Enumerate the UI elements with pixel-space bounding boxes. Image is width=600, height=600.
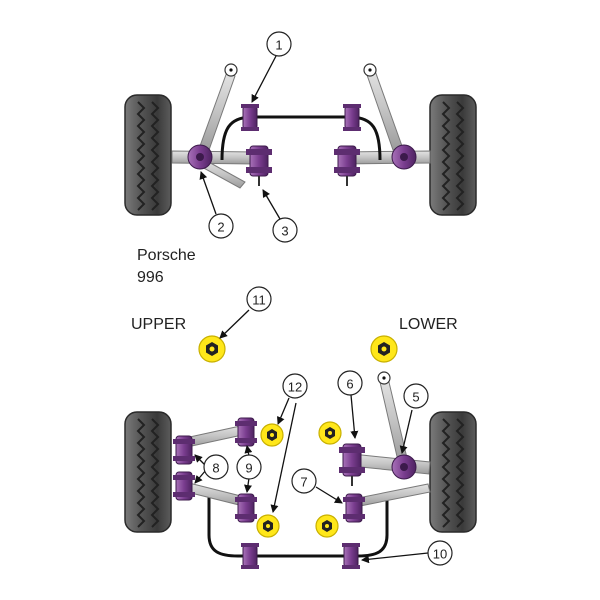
rear-right-arm-bush [339, 443, 365, 486]
lower-label: LOWER [399, 316, 458, 333]
rear-left-inner-bush-upper [235, 417, 257, 447]
callout-12-text: 12 [288, 380, 302, 395]
rear-right-toe-bush [343, 493, 365, 523]
callout-3-text: 3 [281, 224, 288, 239]
front-bar-bush-right [343, 104, 361, 131]
rear-bar-bush-right [342, 543, 360, 569]
callout-7: 7 [291, 468, 317, 494]
leader-11 [219, 309, 250, 339]
front-right-tyre [429, 94, 477, 216]
front-left-strut [199, 63, 238, 151]
rear-assembly [124, 371, 477, 569]
lower-top-mount-bush [370, 335, 398, 363]
rear-right-hub-bush [391, 454, 417, 480]
leader-7 [315, 486, 343, 504]
rear-right-tyre [429, 411, 477, 533]
leader-8b [194, 469, 207, 484]
yellow-bush-left-upper [260, 423, 284, 447]
car-make-label: Porsche [137, 247, 196, 264]
callout-10: 10 [427, 540, 453, 566]
leader-9a [244, 445, 253, 457]
yellow-bush-right-lower [315, 514, 339, 538]
rear-bar-bush-left [241, 543, 259, 569]
yellow-bush-right-upper [318, 421, 342, 445]
rear-right-toe-link [357, 483, 431, 507]
callout-11-text: 11 [252, 293, 266, 308]
callouts: 1 2 3 5 6 7 8 9 10 11 12 [203, 31, 453, 566]
callout-7-text: 7 [300, 475, 307, 490]
front-assembly [124, 63, 477, 216]
rear-anti-roll-bar [207, 488, 389, 558]
front-left-lower-arm [171, 150, 259, 189]
callout-11: 11 [246, 286, 272, 312]
front-anti-roll-bar [220, 115, 382, 161]
callout-9-text: 9 [245, 461, 252, 476]
yellow-bush-left-lower [256, 514, 280, 538]
rear-left-inner-bush-lower [235, 493, 257, 523]
callout-9: 9 [236, 454, 262, 480]
callout-1: 1 [266, 31, 292, 57]
callout-1-text: 1 [275, 38, 282, 53]
front-right-strut [363, 63, 403, 151]
upper-label: UPPER [131, 316, 187, 333]
front-left-tyre [124, 94, 172, 216]
callout-12: 12 [282, 373, 308, 399]
rear-left-link-bush-lower [173, 471, 195, 501]
callout-10-text: 10 [433, 547, 447, 562]
leader-lines [194, 55, 429, 564]
callout-8-text: 8 [212, 461, 219, 476]
callout-8: 8 [203, 454, 229, 480]
callout-3: 3 [272, 217, 298, 243]
callout-2: 2 [208, 213, 234, 239]
callout-2-text: 2 [217, 220, 224, 235]
callout-6-text: 6 [346, 377, 353, 392]
callout-5-text: 5 [412, 390, 419, 405]
front-right-arm-bush [334, 145, 360, 186]
leader-12b [270, 402, 297, 513]
callout-6: 6 [337, 370, 363, 396]
car-model-label: 996 [137, 269, 164, 286]
rear-left-tyre [124, 411, 172, 533]
upper-top-mount-bush [198, 335, 226, 363]
rear-left-link-bush-upper [173, 435, 195, 465]
leader-6 [350, 394, 359, 439]
leader-5 [399, 409, 413, 454]
front-left-hub-bush [187, 144, 213, 170]
leader-9b [244, 477, 252, 493]
leader-3 [262, 189, 281, 220]
leader-12a [277, 397, 290, 425]
front-right-hub-bush [391, 144, 417, 170]
callout-5: 5 [403, 383, 429, 409]
front-bar-bush-left [241, 104, 259, 131]
leader-1 [251, 55, 277, 103]
leader-2 [199, 171, 217, 215]
front-left-arm-bush [246, 145, 272, 186]
leader-10 [361, 552, 429, 564]
